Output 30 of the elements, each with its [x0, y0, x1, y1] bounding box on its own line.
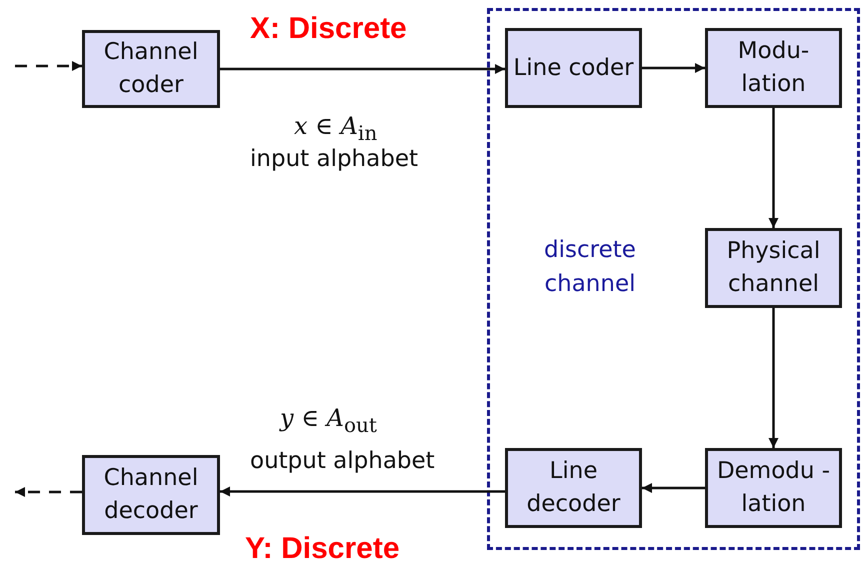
- process-box: [705, 28, 842, 108]
- math-label: x ∈ A$_{in}$: [294, 112, 378, 145]
- arrow: [220, 64, 505, 74]
- process-box: [82, 455, 220, 535]
- math-label: y ∈ A$_{out}$: [280, 404, 377, 437]
- box-label: Channel coder: [102, 38, 200, 100]
- box-label: Channel decoder: [102, 464, 200, 526]
- edge-caption: output alphabet: [250, 448, 435, 474]
- annotation-text: X: Discrete: [250, 12, 407, 46]
- arrow: [768, 108, 778, 228]
- process-box: [705, 448, 842, 528]
- arrow: [642, 483, 705, 493]
- process-box: [505, 28, 642, 108]
- box-label: Demodu -lation: [716, 457, 832, 519]
- annotation-text: Y: Discrete: [245, 532, 400, 566]
- group-label: discrete channel: [543, 236, 637, 299]
- box-label: Line coder: [513, 54, 634, 82]
- arrow: [768, 308, 778, 448]
- box-label: Line decoder: [526, 457, 622, 519]
- arrow: [642, 63, 705, 73]
- dashed-arrow: [15, 61, 82, 71]
- edge-caption: input alphabet: [250, 146, 418, 172]
- process-box: [82, 30, 220, 108]
- process-box: [705, 228, 842, 308]
- dashed-arrow: [15, 487, 82, 497]
- box-label: Modu- lation: [736, 37, 810, 99]
- arrow: [220, 486, 505, 496]
- box-label: Physical channel: [726, 237, 822, 299]
- dashed-group-box: [487, 8, 860, 550]
- process-box: [505, 448, 642, 528]
